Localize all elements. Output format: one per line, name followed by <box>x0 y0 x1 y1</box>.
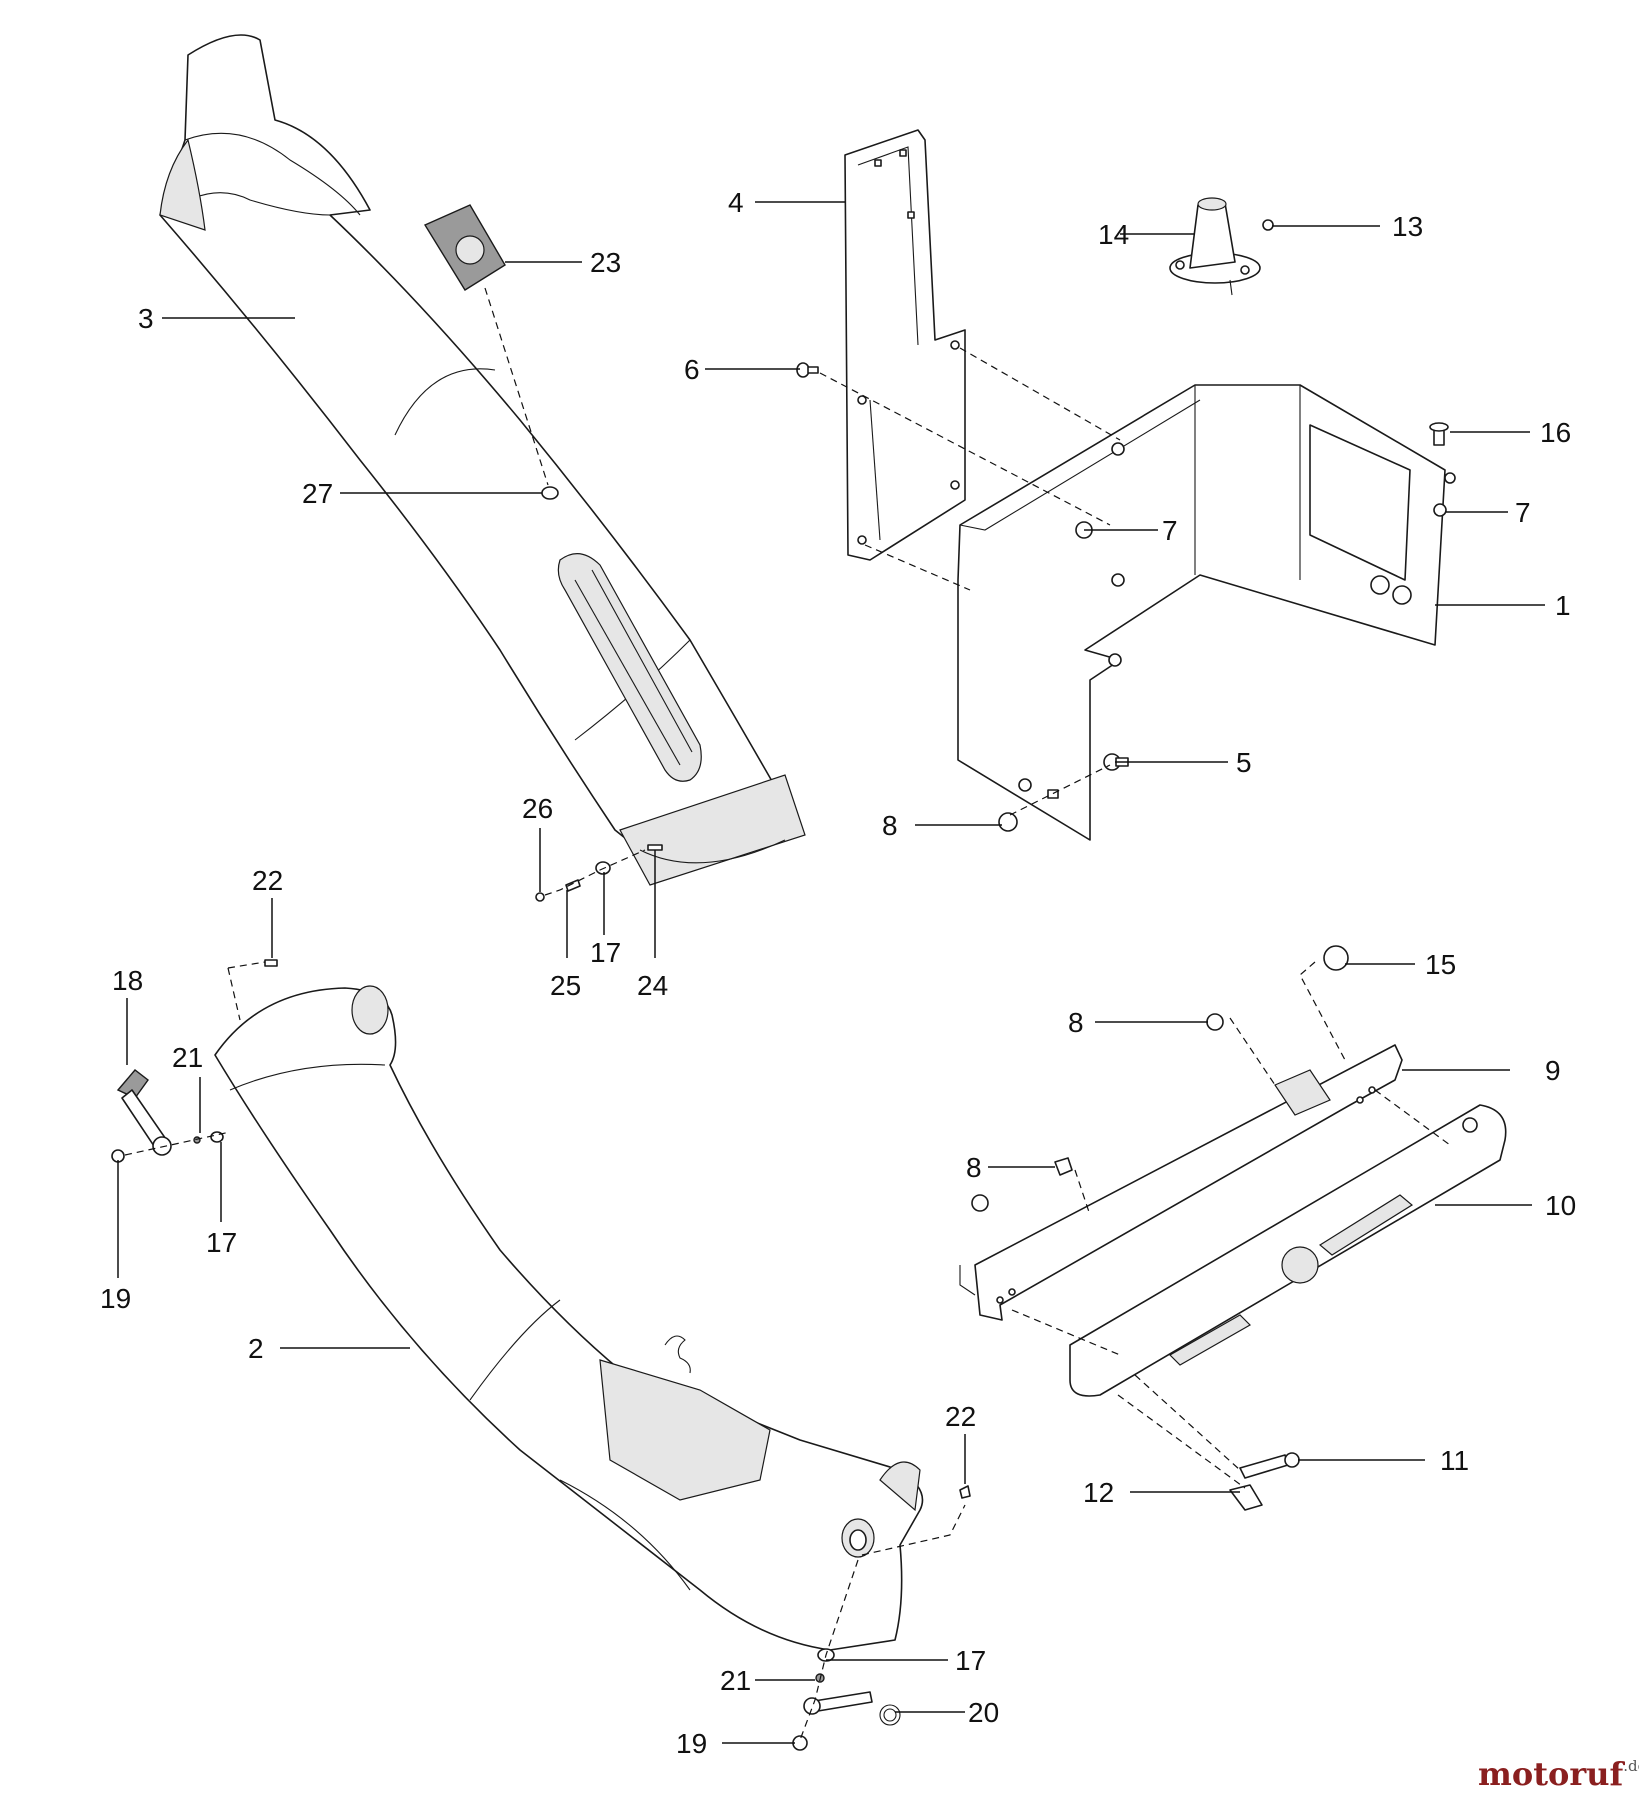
part-9-mount-bracket <box>959 1044 1403 1321</box>
assembly-dash-lines <box>124 287 1451 1741</box>
callout-8-bracket-top: 8 <box>1068 1007 1084 1038</box>
callout-7-upper: 7 <box>1162 515 1178 546</box>
callout-4: 4 <box>728 187 744 218</box>
callout-8-bracket-left: 8 <box>966 1152 982 1183</box>
callout-13: 13 <box>1392 211 1423 242</box>
callout-22-lower: 22 <box>945 1401 976 1432</box>
callout-15: 15 <box>1425 949 1456 980</box>
callout-14: 14 <box>1098 219 1129 250</box>
callout-11: 11 <box>1440 1445 1469 1476</box>
parts-24-25-26-17-hardware <box>535 844 663 902</box>
part-14-hub <box>1169 197 1261 296</box>
callout-1: 1 <box>1555 590 1571 621</box>
callout-23: 23 <box>590 247 621 278</box>
svg-text:motoruf.de: motoruf.de <box>1478 1755 1639 1793</box>
part-10-handle <box>1069 1104 1507 1397</box>
callout-21-bottom: 21 <box>720 1665 751 1696</box>
callout-8-plate: 8 <box>882 810 898 841</box>
callout-26: 26 <box>522 793 553 824</box>
callout-5: 5 <box>1236 747 1252 778</box>
callout-7-right: 7 <box>1515 497 1531 528</box>
leader-lines <box>117 201 1545 1744</box>
callout-10: 10 <box>1545 1190 1576 1221</box>
callout-17-left: 17 <box>206 1227 237 1258</box>
part-4-bracket <box>844 129 966 561</box>
callout-24: 24 <box>637 970 668 1001</box>
part-13-screw <box>1262 219 1274 231</box>
callout-16: 16 <box>1540 417 1571 448</box>
callout-25: 25 <box>550 970 581 1001</box>
callout-6: 6 <box>684 354 700 385</box>
callout-19-bottom: 19 <box>676 1728 707 1759</box>
callout-21-left: 21 <box>172 1042 203 1073</box>
callout-17-bottom: 17 <box>955 1645 986 1676</box>
callout-27: 27 <box>302 478 333 509</box>
callout-3: 3 <box>138 303 154 334</box>
parts-18-21-17-19-left-lever <box>111 959 278 1163</box>
part-1-support-plate <box>957 384 1456 841</box>
watermark-brand: motoruf <box>1478 1755 1625 1793</box>
part-23-id-plate <box>423 204 506 291</box>
callout-17-upper: 17 <box>590 937 621 968</box>
watermark-logo: motoruf.de <box>1478 1755 1639 1793</box>
callout-20: 20 <box>968 1697 999 1728</box>
callout-9: 9 <box>1545 1055 1561 1086</box>
callout-18: 18 <box>112 965 143 996</box>
callout-19-left: 19 <box>100 1283 131 1314</box>
callout-labels: 1 2 3 4 5 6 7 7 8 8 8 9 10 11 12 13 14 1… <box>100 187 1576 1759</box>
callout-22-upper: 22 <box>252 865 283 896</box>
callout-12: 12 <box>1083 1477 1114 1508</box>
part-3-upper-chute <box>159 34 806 886</box>
part-6-bolt <box>796 362 819 378</box>
part-27-plug <box>541 486 559 500</box>
part-2-lower-chute <box>214 985 924 1651</box>
watermark-tld: .de <box>1623 1757 1639 1775</box>
callout-2: 2 <box>248 1333 264 1364</box>
